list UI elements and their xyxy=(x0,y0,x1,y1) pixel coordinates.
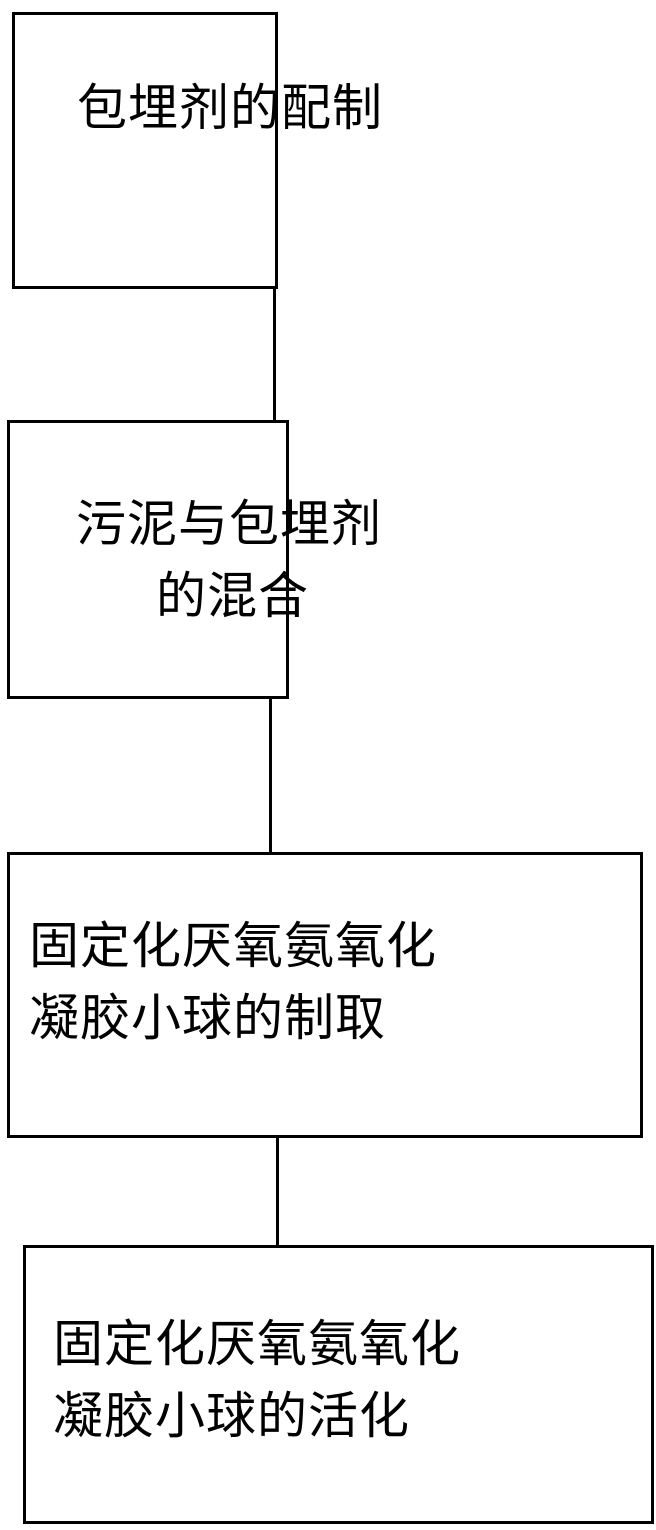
step-label-2: 污泥与包埋剂 的混合 xyxy=(76,488,382,632)
step-label-4: 固定化厌氧氨氧化 凝胶小球的活化 xyxy=(53,1308,461,1452)
step-box-4: 固定化厌氧氨氧化 凝胶小球的活化 xyxy=(23,1245,654,1524)
step-label-1: 包埋剂的配制 xyxy=(77,72,383,144)
step-label-3: 固定化厌氧氨氧化 凝胶小球的制取 xyxy=(29,910,437,1054)
step-3-line-2: 凝胶小球的制取 xyxy=(29,989,386,1047)
step-box-3: 固定化厌氧氨氧化 凝胶小球的制取 xyxy=(7,852,643,1138)
step-4-line-2: 凝胶小球的活化 xyxy=(53,1387,410,1445)
step-box-2: 污泥与包埋剂 的混合 xyxy=(7,420,381,699)
step-4-line-1: 固定化厌氧氨氧化 xyxy=(53,1315,461,1373)
step-2-line-2: 的混合 xyxy=(156,567,309,625)
step-2-line-1: 污泥与包埋剂 xyxy=(76,495,382,553)
connector-line-3 xyxy=(276,1138,279,1245)
step-3-line-1: 固定化厌氧氨氧化 xyxy=(29,917,437,975)
connector-line-2 xyxy=(269,699,272,852)
step-1-line-1: 包埋剂的配制 xyxy=(77,79,383,137)
step-box-1: 包埋剂的配制 xyxy=(12,12,382,289)
connector-line-1 xyxy=(273,289,276,420)
